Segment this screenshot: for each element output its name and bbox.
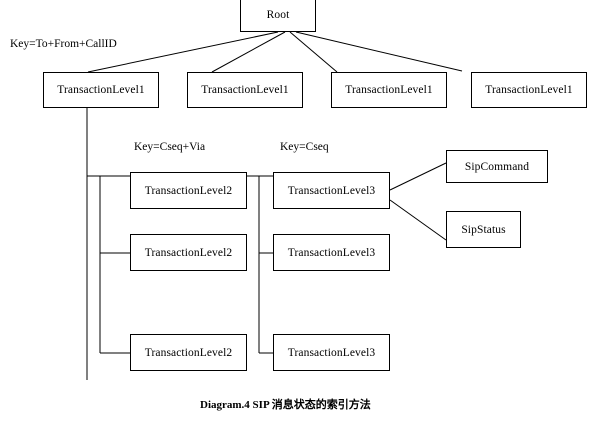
edge-root-to-level1-2 <box>211 31 286 73</box>
node-label: TransactionLevel1 <box>485 84 573 96</box>
node-label: TransactionLevel3 <box>287 246 376 259</box>
node-label: TransactionLevel1 <box>57 84 145 96</box>
key-label-level1: Key=To+From+CallID <box>10 38 117 50</box>
node-label: TransactionLevel1 <box>201 84 289 96</box>
edge-root-to-level1-4 <box>295 31 463 72</box>
node-transaction-level2-3[interactable]: TransactionLevel2 <box>130 334 247 371</box>
node-label: SipCommand <box>464 160 530 173</box>
node-transaction-level1-1[interactable]: TransactionLevel1 <box>43 72 159 108</box>
node-transaction-level1-3[interactable]: TransactionLevel1 <box>331 72 447 108</box>
node-label: TransactionLevel3 <box>287 184 376 197</box>
node-sip-status[interactable]: SipStatus <box>446 211 521 248</box>
key-label-level2: Key=Cseq+Via <box>134 141 206 153</box>
edge-level3-to-sipstatus <box>389 199 447 241</box>
node-label: TransactionLevel2 <box>144 184 233 197</box>
node-label: SipStatus <box>461 223 506 236</box>
node-transaction-level3-2[interactable]: TransactionLevel3 <box>273 234 390 271</box>
node-transaction-level2-2[interactable]: TransactionLevel2 <box>130 234 247 271</box>
node-label: TransactionLevel3 <box>287 346 376 359</box>
node-root-label: Root <box>266 8 290 21</box>
node-transaction-level3-1[interactable]: TransactionLevel3 <box>273 172 390 209</box>
node-transaction-level3-3[interactable]: TransactionLevel3 <box>273 334 390 371</box>
edge-root-to-level1-3 <box>289 31 338 73</box>
node-sip-command[interactable]: SipCommand <box>446 150 548 183</box>
node-label: TransactionLevel1 <box>345 84 433 96</box>
diagram-caption: Diagram.4 SIP 消息状态的索引方法 <box>200 399 371 411</box>
node-label: TransactionLevel2 <box>144 246 233 259</box>
node-transaction-level1-2[interactable]: TransactionLevel1 <box>187 72 303 108</box>
node-transaction-level1-4[interactable]: TransactionLevel1 <box>471 72 587 108</box>
node-transaction-level2-1[interactable]: TransactionLevel2 <box>130 172 247 209</box>
edge-level3-to-sipcommand <box>389 162 447 191</box>
node-root[interactable]: Root <box>240 0 316 32</box>
key-label-level3: Key=Cseq <box>280 141 329 153</box>
node-label: TransactionLevel2 <box>144 346 233 359</box>
